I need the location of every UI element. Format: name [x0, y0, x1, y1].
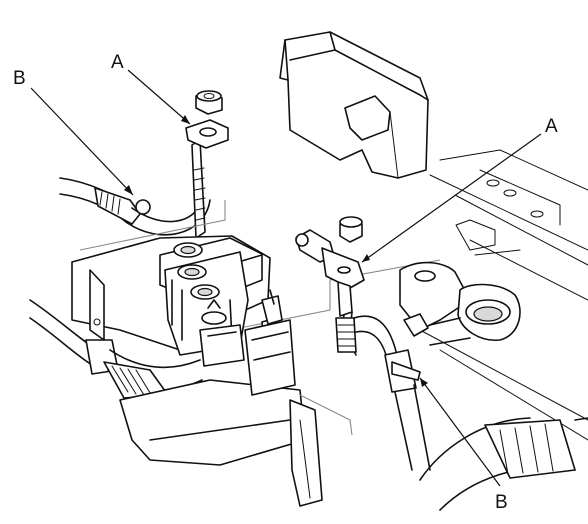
terminal-cover	[279, 31, 429, 179]
main-cable-bottom-left	[29, 269, 203, 399]
label-b-bottom: B	[495, 492, 508, 513]
engine-bay-outline	[419, 149, 588, 441]
terminal-posts	[164, 242, 279, 367]
ground-cable-a-right	[295, 216, 399, 363]
label-a-top: A	[111, 52, 124, 73]
mounting-plate	[119, 289, 353, 507]
label-a-right: A	[545, 116, 558, 137]
arrowhead-a-right	[362, 254, 370, 262]
arrowhead-b-top	[124, 185, 133, 195]
lower-right-hose	[419, 417, 588, 511]
label-b-top: B	[13, 68, 26, 89]
arrowhead-b-bottom	[420, 378, 428, 387]
ground-cable-a-left	[185, 90, 229, 239]
right-bracket	[384, 261, 521, 471]
callout-lines	[30, 69, 542, 487]
left-cable-harness	[59, 177, 211, 236]
arrowhead-a-top	[181, 115, 190, 124]
